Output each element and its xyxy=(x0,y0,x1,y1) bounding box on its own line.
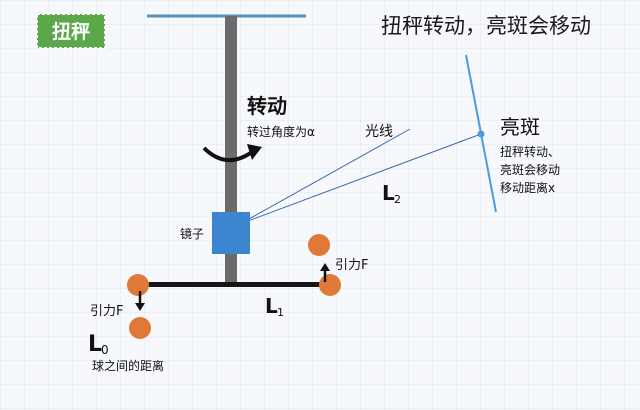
rotation-arrowhead-icon xyxy=(247,144,262,160)
spot-note-line3: 移动距离x xyxy=(500,180,555,195)
badge: 扭秤 xyxy=(36,13,106,49)
small-ball-right xyxy=(319,274,341,296)
svg-text:L: L xyxy=(382,181,395,205)
mirror xyxy=(212,212,250,254)
incident-light-ray xyxy=(239,128,411,225)
rotation-arrow xyxy=(202,146,254,162)
svg-text:2: 2 xyxy=(394,193,401,206)
svg-text:0: 0 xyxy=(101,343,109,357)
length-l0-label: L 0 xyxy=(88,332,109,357)
mirror-label: 镜子 xyxy=(180,226,204,241)
force-label-right: 引力F xyxy=(335,258,368,273)
diagram-title: 扭秤转动，亮斑会移动 xyxy=(381,14,591,38)
length-l2-label: L 2 xyxy=(382,181,401,206)
spot-heading: 亮斑 xyxy=(500,115,540,139)
rotation-note: 转过角度为α xyxy=(247,124,315,139)
svg-text:L: L xyxy=(265,294,278,318)
svg-text:L: L xyxy=(88,332,102,357)
spot-note-line2: 亮斑会移动 xyxy=(500,162,560,177)
light-spot xyxy=(477,130,485,138)
up-arrow-icon xyxy=(320,263,330,271)
length-l1-label: L 1 xyxy=(265,294,284,319)
rotation-heading: 转动 xyxy=(247,94,287,118)
torsion-beam xyxy=(138,282,331,287)
large-ball-right xyxy=(308,234,330,256)
light-label: 光线 xyxy=(365,124,393,140)
badge-label: 扭秤 xyxy=(52,20,90,43)
reflected-light-ray xyxy=(239,133,482,225)
force-label-left: 引力F xyxy=(90,304,123,319)
spot-note-line1: 扭秤转动、 xyxy=(500,144,560,159)
large-ball-left xyxy=(129,317,151,339)
svg-text:1: 1 xyxy=(277,306,284,319)
down-arrow-icon xyxy=(135,303,145,311)
distance-note: 球之间的距离 xyxy=(92,358,164,373)
small-ball-left xyxy=(127,274,149,296)
